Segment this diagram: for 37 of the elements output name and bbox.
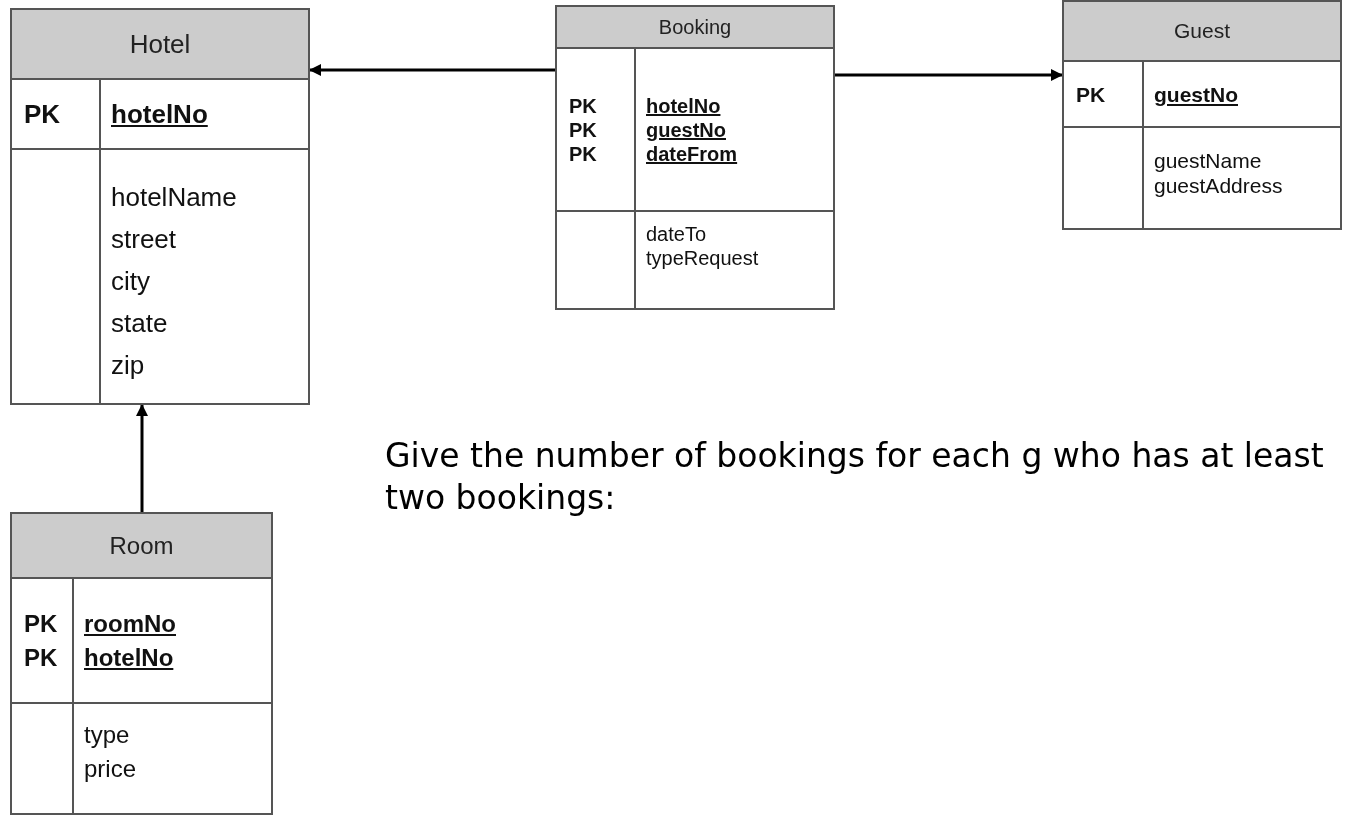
key-field: hotelNo [634,93,721,118]
key-field: roomNo [72,606,176,641]
attribute-name: hotelName [111,181,238,214]
arrow [309,64,555,76]
table-header: Hotel [12,10,308,78]
pk-marker: PK [568,141,598,166]
key-field: guestNo [634,117,726,142]
entity-table [10,8,310,405]
pk-marker: PK [23,642,59,673]
attribute-name: zip [111,349,146,382]
table-header: Booking [557,7,833,47]
entity-table [1062,0,1342,230]
arrow [835,69,1063,81]
table-header: Guest [1064,2,1340,60]
entity-table [10,512,273,815]
pk-marker: PK [1075,81,1107,107]
attribute-name: price [84,754,138,784]
pk-marker: PK [568,93,598,118]
attribute-name: guestName [1154,148,1263,173]
attribute-name: dateTo [646,222,708,246]
question-text: Give the number of bookings for each g who has at least two bookings: [385,435,1325,519]
table-header: Room [12,514,271,577]
attribute-name: city [111,265,151,298]
entity-table [555,5,835,310]
attribute-name: guestAddress [1154,173,1284,198]
pk-marker: PK [23,608,59,639]
attribute-name: street [111,223,178,256]
key-field: hotelNo [72,640,174,675]
key-field: hotelNo [99,93,208,135]
attribute-name: typeRequest [646,246,760,270]
key-field: dateFrom [634,141,738,166]
attribute-name: state [111,307,169,340]
pk-marker: PK [23,98,62,131]
key-field: guestNo [1142,81,1238,107]
arrow [136,404,148,512]
attribute-name: type [84,720,131,750]
pk-marker: PK [568,117,598,142]
